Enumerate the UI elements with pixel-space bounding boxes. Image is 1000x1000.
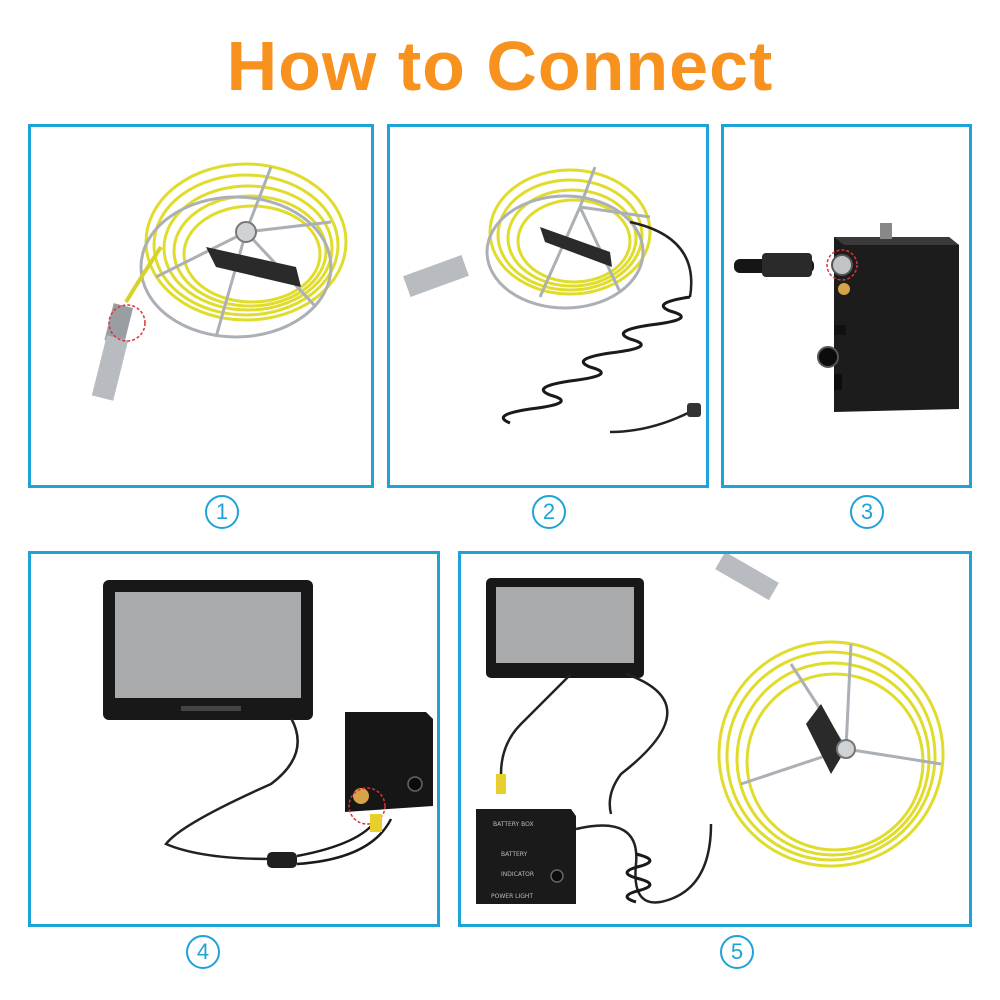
page-title: How to Connect	[226, 27, 774, 105]
battery-box-icon	[734, 223, 959, 412]
camera-reel-icon	[91, 162, 348, 401]
step-5-panel: BATTERY BOX BATTERY INDICATOR POWER LIGH…	[458, 551, 972, 927]
full-system-icon: BATTERY BOX BATTERY INDICATOR POWER LIGH…	[476, 554, 945, 904]
battery-box-label: BATTERY BOX	[493, 821, 534, 828]
indicator-label: INDICATOR	[501, 871, 534, 878]
reel-spiral-cable-icon	[403, 166, 701, 434]
step-4-badge: 4	[186, 935, 220, 969]
step-2-panel	[387, 124, 709, 488]
step-3-badge: 3	[850, 495, 884, 529]
step-5-badge: 5	[720, 935, 754, 969]
step-1-panel	[28, 124, 374, 488]
step-3-panel	[721, 124, 972, 488]
power-light-label: POWER LIGHT	[491, 893, 533, 900]
step-4-panel	[28, 551, 440, 927]
battery-label: BATTERY	[501, 851, 528, 858]
step-2-badge: 2	[532, 495, 566, 529]
step-1-badge: 1	[205, 495, 239, 529]
monitor-connection-icon	[103, 580, 433, 868]
